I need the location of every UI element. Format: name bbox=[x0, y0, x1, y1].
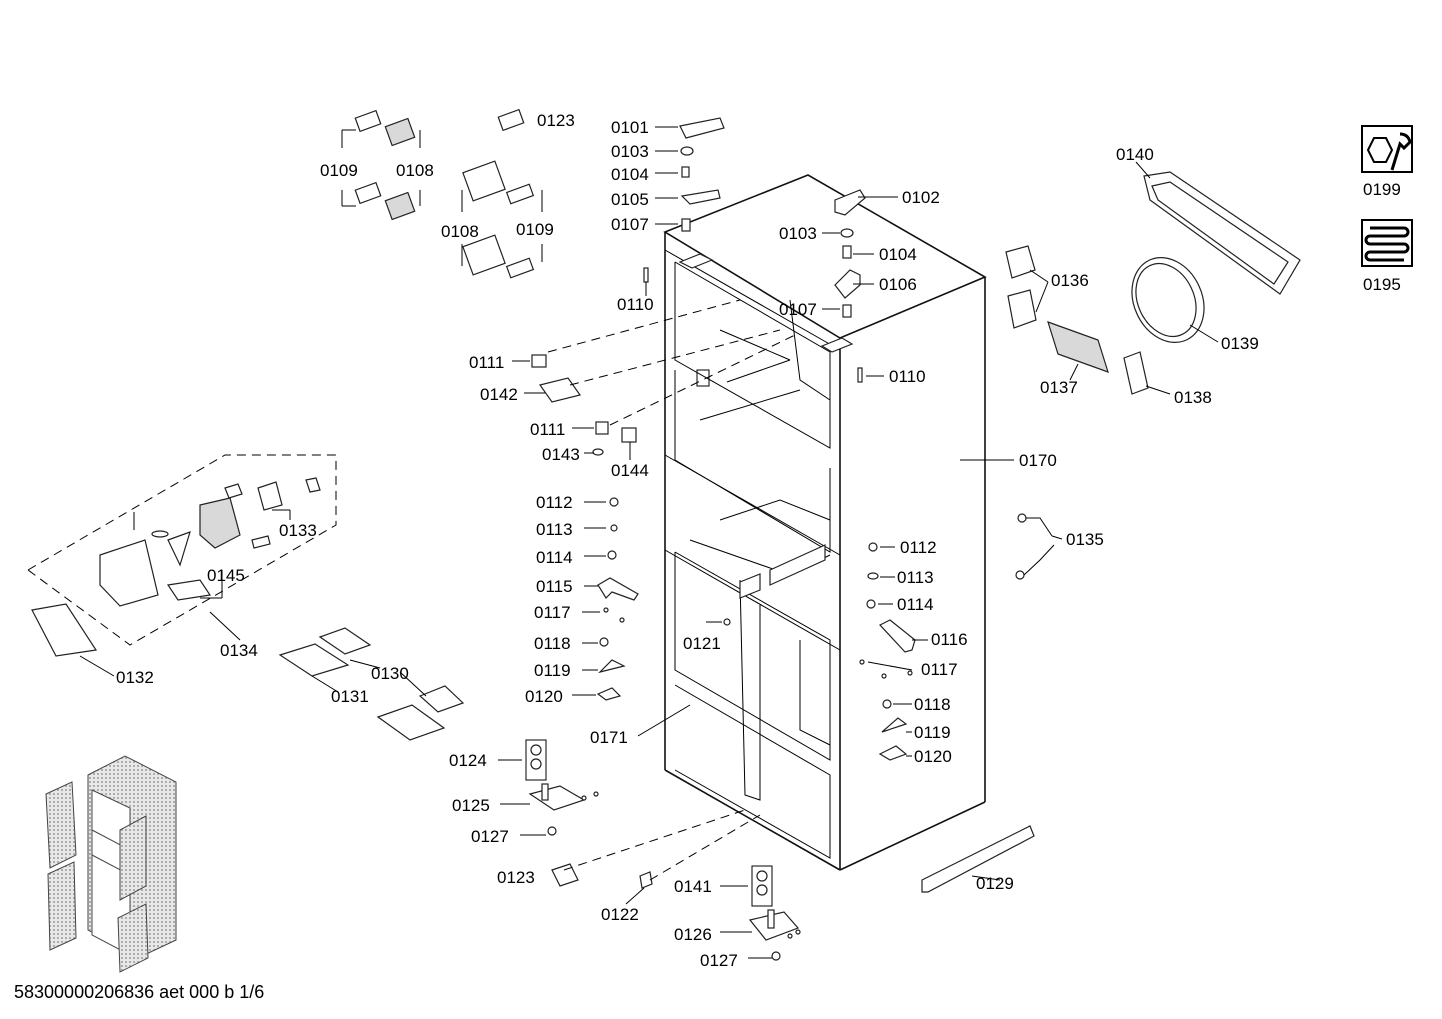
label-0114: 0114 bbox=[897, 595, 934, 614]
label-0116: 0116 bbox=[931, 630, 968, 649]
label-0129: 0129 bbox=[976, 874, 1014, 893]
label-0117: 0117 bbox=[534, 603, 571, 622]
label-0131: 0131 bbox=[331, 687, 369, 706]
label-0112: 0112 bbox=[900, 538, 937, 557]
label-0127: 0127 bbox=[471, 827, 509, 846]
lower-panels bbox=[278, 627, 465, 741]
label-0142: 0142 bbox=[480, 385, 518, 404]
reference-lines bbox=[547, 299, 796, 881]
label-0122: 0122 bbox=[601, 905, 639, 924]
upper-right-parts bbox=[1005, 171, 1301, 580]
label-0124: 0124 bbox=[449, 751, 487, 770]
label-0112: 0112 bbox=[536, 493, 573, 512]
label-0125: 0125 bbox=[452, 796, 490, 815]
label-0126: 0126 bbox=[674, 925, 712, 944]
label-0145: 0145 bbox=[207, 566, 245, 585]
label-0111: 0111 bbox=[469, 353, 504, 372]
label-0107: 0107 bbox=[611, 215, 649, 234]
label-0106: 0106 bbox=[879, 275, 917, 294]
label-0138: 0138 bbox=[1174, 388, 1212, 407]
label-0110: 0110 bbox=[617, 295, 654, 314]
label-0107: 0107 bbox=[779, 300, 817, 319]
label-0170: 0170 bbox=[1019, 451, 1057, 470]
label-0130: 0130 bbox=[371, 664, 409, 683]
label-0132: 0132 bbox=[116, 668, 154, 687]
label-0118: 0118 bbox=[534, 634, 571, 653]
label-0195: 0195 bbox=[1363, 275, 1401, 294]
label-0103: 0103 bbox=[779, 224, 817, 243]
fan-assembly bbox=[27, 454, 337, 657]
label-0123: 0123 bbox=[497, 868, 535, 887]
part-number-labels: 0101 0103 0104 0105 0107 0102 0103 0104 … bbox=[116, 111, 1401, 970]
label-0137: 0137 bbox=[1040, 378, 1078, 397]
label-0171: 0171 bbox=[590, 728, 628, 747]
label-0120: 0120 bbox=[914, 747, 952, 766]
label-0118: 0118 bbox=[914, 695, 951, 714]
label-0135: 0135 bbox=[1066, 530, 1104, 549]
label-0134: 0134 bbox=[220, 641, 258, 660]
top-hinge-parts bbox=[643, 117, 866, 383]
bottom-hinge-parts bbox=[525, 739, 1035, 961]
label-0109: 0109 bbox=[320, 161, 358, 180]
label-0102: 0102 bbox=[902, 188, 940, 207]
heating-coil-icon bbox=[1361, 219, 1413, 267]
label-0121: 0121 bbox=[683, 634, 721, 653]
right-mid-parts bbox=[859, 542, 916, 761]
label-0113: 0113 bbox=[897, 568, 934, 587]
label-0140: 0140 bbox=[1116, 145, 1154, 164]
document-id: 58300000206836 aet 000 b 1/6 bbox=[14, 982, 265, 1002]
label-0141: 0141 bbox=[674, 877, 712, 896]
wrench-nut-icon bbox=[1361, 125, 1413, 173]
label-0199: 0199 bbox=[1363, 180, 1401, 199]
label-0101: 0101 bbox=[611, 118, 649, 137]
label-0120: 0120 bbox=[525, 687, 563, 706]
left-mid-parts bbox=[531, 354, 731, 701]
label-0119: 0119 bbox=[534, 661, 571, 680]
cabinet-locator-thumbnail bbox=[45, 755, 177, 973]
label-0104: 0104 bbox=[879, 245, 917, 264]
label-0127: 0127 bbox=[700, 951, 738, 970]
label-0111: 0111 bbox=[530, 420, 565, 439]
insert-panels bbox=[341, 108, 543, 279]
label-0123: 0123 bbox=[537, 111, 575, 130]
label-0109: 0109 bbox=[516, 220, 554, 239]
cabinet-body-0170 bbox=[663, 174, 987, 871]
label-0105: 0105 bbox=[611, 190, 649, 209]
label-0104: 0104 bbox=[611, 165, 649, 184]
label-0115: 0115 bbox=[536, 577, 573, 596]
label-0103: 0103 bbox=[611, 142, 649, 161]
label-0133: 0133 bbox=[279, 521, 317, 540]
leader-lines bbox=[79, 126, 1219, 959]
label-0119: 0119 bbox=[914, 723, 951, 742]
label-0110: 0110 bbox=[889, 367, 926, 386]
label-0144: 0144 bbox=[611, 461, 649, 480]
label-0108: 0108 bbox=[441, 222, 479, 241]
label-0136: 0136 bbox=[1051, 271, 1089, 290]
label-0139: 0139 bbox=[1221, 334, 1259, 353]
label-0113: 0113 bbox=[536, 520, 573, 539]
label-0143: 0143 bbox=[542, 445, 580, 464]
label-0108: 0108 bbox=[396, 161, 434, 180]
label-0117: 0117 bbox=[921, 660, 958, 679]
label-0114: 0114 bbox=[536, 548, 573, 567]
